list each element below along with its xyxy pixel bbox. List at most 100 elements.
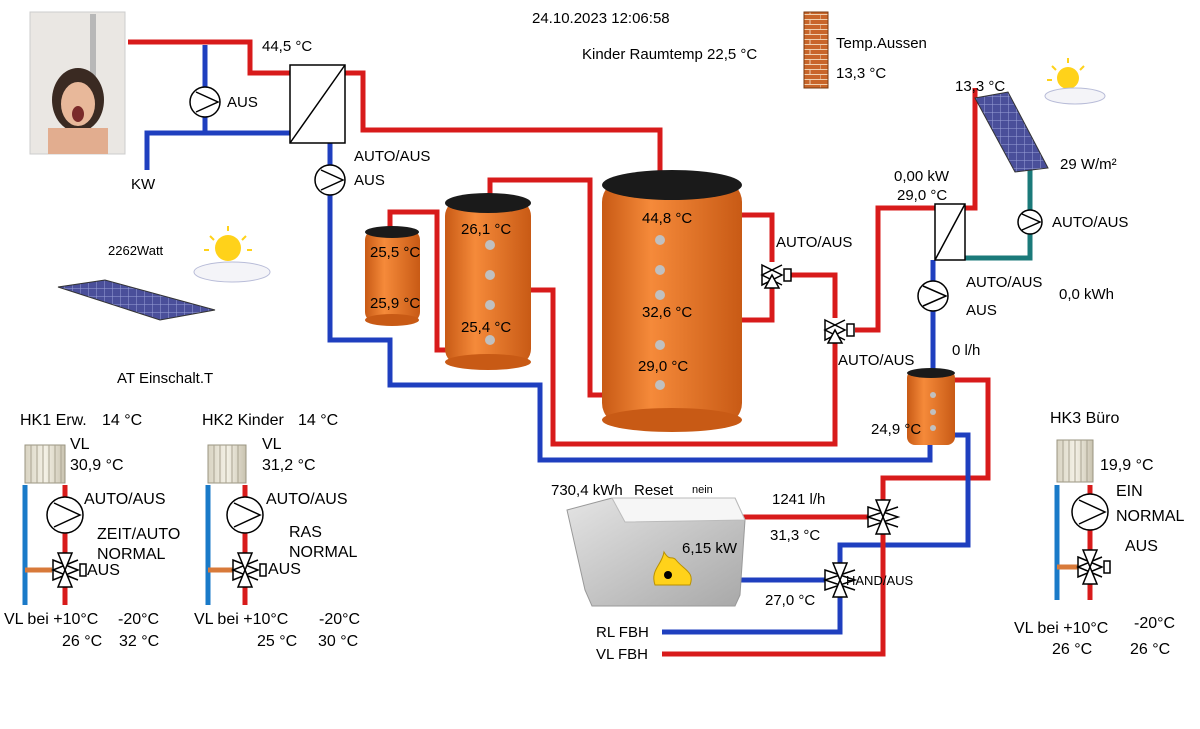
hk2-curve-minus[interactable]: 30 °C (318, 633, 359, 650)
boiler-return-valve-icon[interactable] (822, 562, 858, 598)
solar-energy: 0,0 kWh (1059, 286, 1115, 303)
pv-panel-icon (57, 279, 216, 321)
hk1-mode[interactable]: ZEIT/AUTO (97, 526, 181, 543)
hk1-curve-plus[interactable]: 26 °C (62, 633, 103, 650)
boiler-reset-button[interactable]: Reset (634, 482, 674, 499)
boiler-icon (566, 497, 746, 607)
shower-person-image (29, 11, 126, 155)
tank-small (365, 226, 420, 326)
boiler-supply-temp: 31,3 °C (770, 527, 821, 544)
tank-valve-mode[interactable]: AUTO/AUS (776, 234, 853, 251)
hk1-valve-state: AUS (87, 562, 120, 579)
hx-pump-icon[interactable] (314, 164, 346, 196)
hk1-title: HK1 Erw. (20, 412, 87, 429)
hk1-curve-minus-label: -20°C (118, 611, 160, 628)
sun-cloud-icon (193, 226, 271, 283)
hk3-curve-minus[interactable]: 26 °C (1130, 641, 1171, 658)
valve-to-solar-pipe (855, 205, 935, 333)
hk1-pump-icon[interactable] (46, 496, 84, 534)
hk2-title: HK2 Kinder (202, 412, 284, 429)
solar-heat-exchanger-icon (934, 203, 966, 261)
hk3-mixing-valve-icon[interactable] (1076, 549, 1111, 585)
hk3-curve-plus[interactable]: 26 °C (1052, 641, 1093, 658)
dhw-pump-state[interactable]: AUS (227, 94, 258, 111)
hk2-mixing-valve-icon[interactable] (230, 552, 267, 588)
dhw-temp: 44,5 °C (262, 38, 313, 55)
outdoor-temp-label: Temp.Aussen (836, 35, 927, 52)
solar-flow: 0 l/h (952, 342, 981, 359)
hk3-valve-state: AUS (1125, 538, 1158, 555)
dhw-pump-icon[interactable] (189, 86, 221, 118)
tank-link-pipe-3 (530, 287, 838, 447)
hk2-curve-plus[interactable]: 25 °C (257, 633, 298, 650)
tank-medium-top-temp: 26,1 °C (461, 221, 512, 238)
fbh-return-pipe (662, 595, 843, 635)
hx-to-tank-pipe (345, 70, 663, 175)
boiler-power: 6,15 kW (682, 540, 738, 557)
hx-pump-mode[interactable]: AUTO/AUS (354, 148, 431, 165)
solar-power: 0,00 kW (894, 168, 950, 185)
solar-return-pipe (965, 170, 1033, 261)
solar-sun-icon (1044, 58, 1106, 105)
dhw-cold-pipe (144, 130, 290, 170)
hk2-vl-temp: 31,2 °C (262, 457, 316, 474)
solar-pump-icon[interactable] (1017, 209, 1043, 235)
hk1-pump-mode[interactable]: AUTO/AUS (84, 491, 166, 508)
hk2-mode2: NORMAL (289, 544, 358, 561)
solar-irradiance: 29 W/m² (1060, 156, 1117, 173)
hk1-vl-temp: 30,9 °C (70, 457, 124, 474)
outdoor-wall-icon (803, 11, 829, 89)
flame-icon (653, 550, 692, 586)
hk3-radiator-icon (1056, 439, 1094, 483)
fbh-supply-pipe (662, 530, 886, 657)
pipes (22, 39, 1093, 657)
hk2-curve-minus-label: -20°C (319, 611, 361, 628)
hk3-mode[interactable]: NORMAL (1116, 508, 1185, 525)
buffer-temp: 24,9 °C (871, 421, 922, 438)
tank-link-pipe-1 (387, 209, 450, 353)
buffer-hot-pipe (880, 377, 991, 500)
hk3-pump-state[interactable]: EIN (1116, 483, 1143, 500)
hk3-curve-minus-label: -20°C (1134, 615, 1176, 632)
buffer-cold-pipe (837, 432, 971, 570)
solar-pump2-state: AUS (966, 302, 997, 319)
dhw-hot-pipe (128, 39, 290, 76)
lower-valve-mode[interactable]: AUTO/AUS (838, 352, 915, 369)
hx-pump-state: AUS (354, 172, 385, 189)
lower-three-way-valve-icon[interactable] (823, 318, 855, 344)
hk2-pump-mode[interactable]: AUTO/AUS (266, 491, 348, 508)
hk2-pump-icon[interactable] (226, 496, 264, 534)
hx-return-pipe (327, 140, 933, 463)
boiler-flow: 1241 l/h (772, 491, 826, 508)
hk2-radiator-icon (207, 444, 247, 484)
tank-three-way-valve-icon[interactable] (760, 263, 792, 289)
tank-medium (445, 193, 531, 370)
solar-pump-mode[interactable]: AUTO/AUS (1052, 214, 1129, 231)
tank-medium-bottom-temp: 25,4 °C (461, 319, 512, 336)
boiler-valve-mode[interactable]: HAND/AUS (846, 573, 914, 588)
hk1-curve-plus-label: VL bei +10°C (4, 611, 99, 628)
hk2-mode[interactable]: RAS (289, 524, 322, 541)
hk1-curve-minus[interactable]: 32 °C (119, 633, 160, 650)
hk3-title: HK3 Büro (1050, 410, 1120, 427)
hk1-radiator-icon (24, 444, 66, 484)
hk2-room-temp: 14 °C (298, 412, 339, 429)
boiler-energy: 730,4 kWh (551, 482, 623, 499)
solar-collector-icon (974, 91, 1049, 173)
hk1-vl-label: VL (70, 436, 90, 453)
hk3-pump-icon[interactable] (1071, 493, 1109, 531)
solar-secondary-pump-icon[interactable] (917, 280, 949, 312)
hk2-valve-state: AUS (268, 561, 301, 578)
solar-pump2-mode[interactable]: AUTO/AUS (966, 274, 1043, 291)
tank-large-top-temp: 44,8 °C (642, 210, 693, 227)
fbh-return-label: RL FBH (596, 624, 649, 641)
hk1-mixing-valve-icon[interactable] (50, 552, 87, 588)
cold-water-label: KW (131, 176, 156, 193)
datetime: 24.10.2023 12:06:58 (532, 10, 670, 27)
hk3-vl-temp: 19,9 °C (1100, 457, 1154, 474)
boiler-reset-value: nein (692, 484, 713, 496)
at-label: AT Einschalt.T (117, 370, 214, 387)
boiler-supply-valve-icon[interactable] (865, 499, 901, 535)
hk1-mode2: NORMAL (97, 546, 166, 563)
